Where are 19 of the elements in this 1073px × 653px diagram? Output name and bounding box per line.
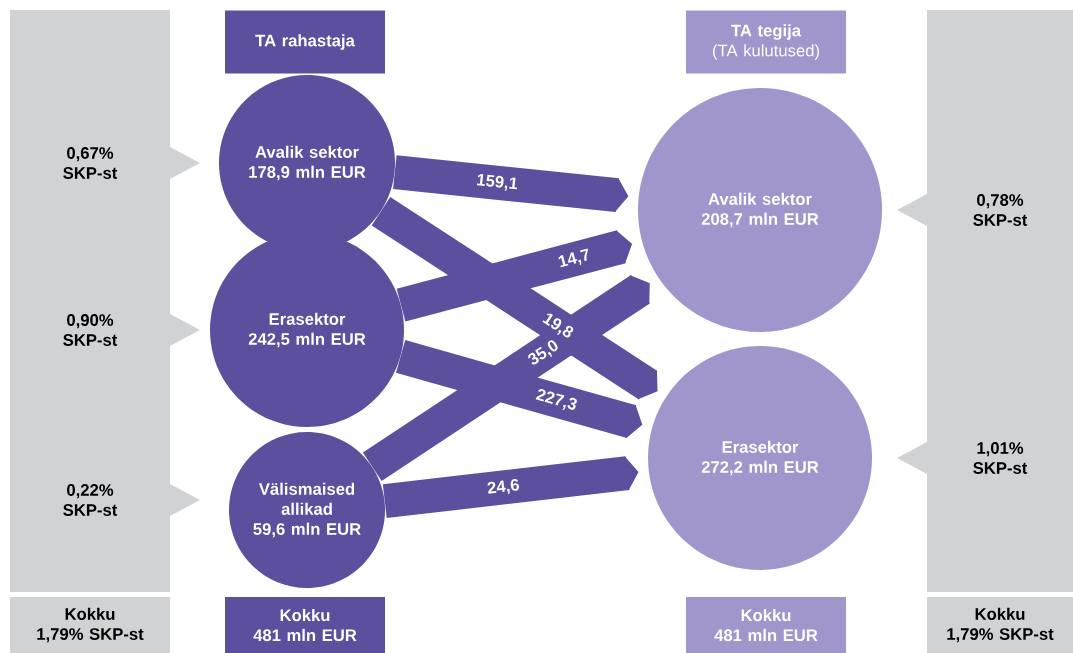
edge-label: 14,7 bbox=[555, 246, 594, 272]
callout-text: 0,78% SKP-st bbox=[973, 194, 1028, 226]
header-box: TA tegija (TA kulutused) bbox=[686, 10, 846, 74]
arrow bbox=[395, 340, 643, 439]
total-box: Kokku 481 mln EUR bbox=[225, 597, 385, 653]
total-box: Kokku 1,79% SKP-st bbox=[927, 597, 1073, 653]
edge-label: 35,0 bbox=[524, 336, 564, 370]
total-box: Kokku 481 mln EUR bbox=[686, 597, 846, 653]
callout-text: 0,90% SKP-st bbox=[63, 314, 118, 346]
callout-text: 0,22% SKP-st bbox=[63, 484, 118, 516]
edge-label: 24,6 bbox=[485, 477, 522, 498]
arrow bbox=[393, 155, 629, 213]
arrow bbox=[382, 456, 639, 518]
callout-text: 1,01% SKP-st bbox=[973, 442, 1028, 474]
header-box: TA rahastaja bbox=[225, 10, 385, 74]
edge-label: 159,1 bbox=[474, 172, 521, 194]
callout-text: 0,67% SKP-st bbox=[63, 147, 118, 179]
total-box: Kokku 1,79% SKP-st bbox=[10, 597, 170, 653]
edge-label: 227,3 bbox=[532, 386, 581, 415]
